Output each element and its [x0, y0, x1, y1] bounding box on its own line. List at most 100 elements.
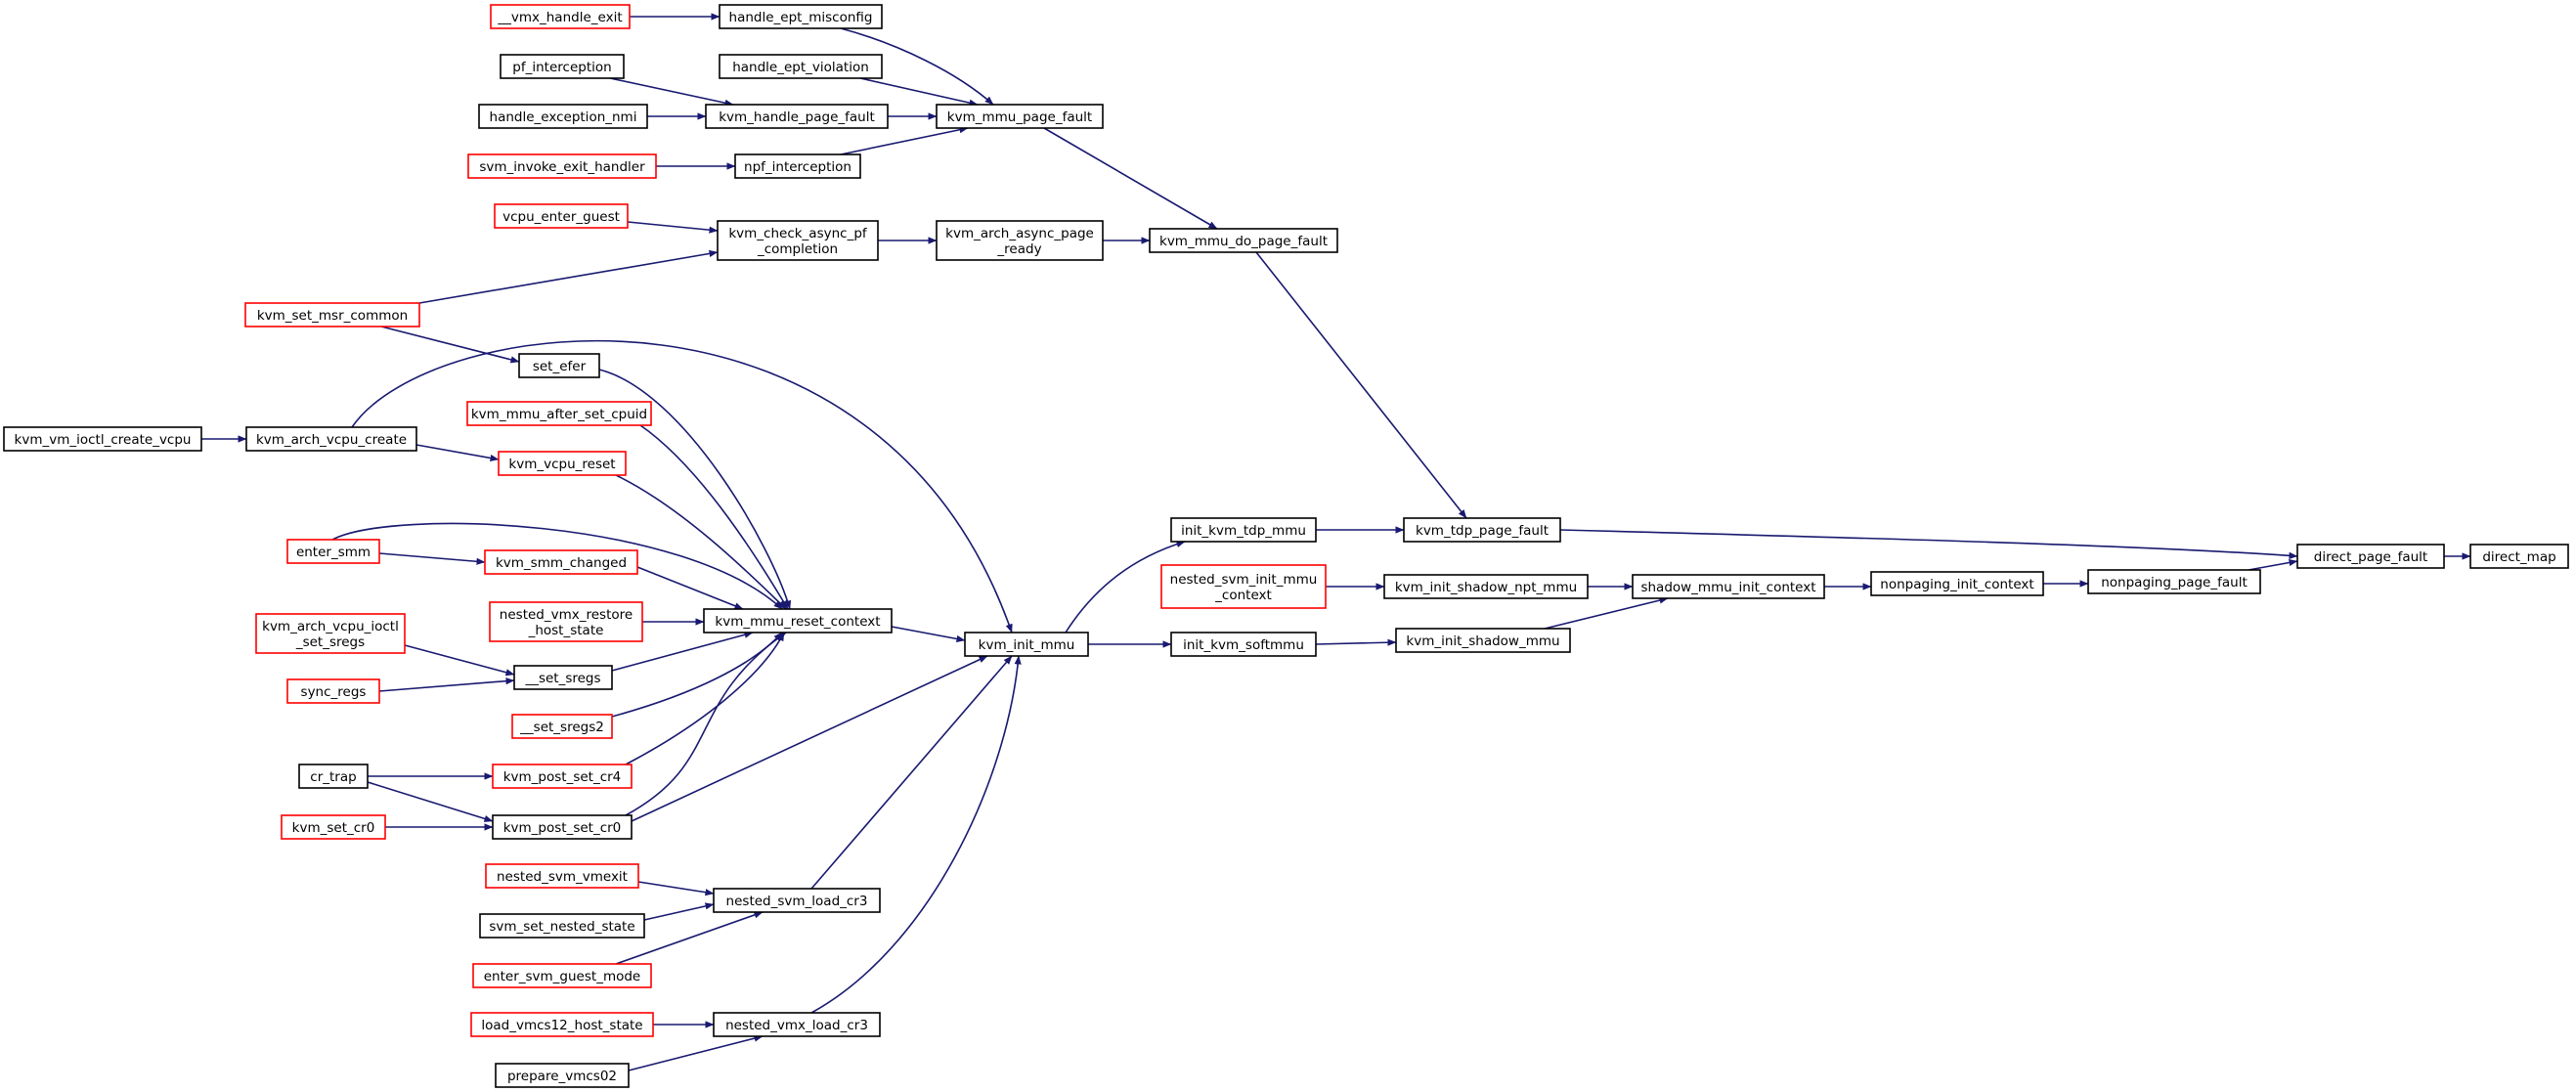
node-vcpu-enter-guest[interactable]: vcpu_enter_guest — [494, 203, 629, 229]
node-box — [467, 153, 657, 179]
node-kvm-post-set-cr4[interactable]: kvm_post_set_cr4 — [492, 764, 633, 789]
node-direct-map[interactable]: direct_map — [2469, 544, 2569, 569]
node-npf-interception[interactable]: npf_interception — [734, 153, 861, 179]
edge-nonpaging-page-fault-to-direct-page-fault — [2248, 558, 2298, 571]
node-box — [936, 104, 1104, 129]
node-kvm-arch-vcpu-create[interactable]: kvm_arch_vcpu_create — [245, 426, 417, 452]
edge---set-sregs2-to-kvm-mmu-reset-context — [611, 632, 783, 718]
node-box — [518, 353, 600, 378]
node---vmx-handle-exit[interactable]: __vmx_handle_exit — [490, 4, 631, 29]
node-svm-invoke-exit-handler[interactable]: svm_invoke_exit_handler — [467, 153, 657, 179]
node-prepare-vmcs02[interactable]: prepare_vmcs02 — [495, 1063, 630, 1088]
node-sync-regs[interactable]: sync_regs — [286, 678, 380, 704]
node-init-kvm-softmmu[interactable]: init_kvm_softmmu — [1170, 632, 1317, 657]
node-kvm-handle-page-fault[interactable]: kvm_handle_page_fault — [705, 104, 889, 129]
node-label: kvm_mmu_do_page_fault — [1159, 234, 1328, 249]
node-pf-interception[interactable]: pf_interception — [500, 54, 625, 79]
edge-kvm-arch-vcpu-ioctl-set-sregs-to---set-sregs — [404, 644, 515, 677]
edge-kvm-mmu-reset-context-to-kvm-init-mmu — [891, 626, 966, 642]
edge-cr-trap-to-kvm-post-set-cr0 — [367, 781, 494, 822]
node-label: cr_trap — [310, 769, 356, 785]
node-nonpaging-page-fault[interactable]: nonpaging_page_fault — [2087, 569, 2261, 594]
node-kvm-init-shadow-npt-mmu[interactable]: kvm_init_shadow_npt_mmu — [1383, 574, 1589, 599]
node-handle-exception-nmi[interactable]: handle_exception_nmi — [478, 104, 648, 129]
node-box — [717, 220, 879, 261]
edge-kvm-tdp-page-fault-to-direct-page-fault — [1559, 529, 2298, 559]
node-box — [2296, 544, 2445, 569]
node-label: svm_set_nested_state — [489, 919, 634, 935]
node-box — [734, 153, 861, 179]
node-kvm-check-async-pf-completion[interactable]: kvm_check_async_pf_completion — [717, 220, 879, 261]
node---set-sregs[interactable]: __set_sregs — [513, 665, 613, 690]
node-label: kvm_arch_vcpu_create — [256, 432, 407, 448]
node-label: pf_interception — [512, 60, 611, 75]
edge-handle-ept-misconfig-to-kvm-mmu-page-fault — [840, 27, 994, 106]
node-label: kvm_vcpu_reset — [508, 457, 615, 472]
node-box — [495, 1063, 630, 1088]
node-box — [286, 678, 380, 704]
node-kvm-smm-changed[interactable]: kvm_smm_changed — [484, 549, 638, 575]
node-nested-svm-vmexit[interactable]: nested_svm_vmexit — [485, 863, 639, 889]
node-box — [1403, 517, 1561, 543]
node-label: _set_sregs — [295, 634, 365, 650]
node-kvm-mmu-reset-context[interactable]: kvm_mmu_reset_context — [703, 608, 893, 633]
edge-sync-regs-to---set-sregs — [378, 677, 515, 692]
node-label: handle_ept_misconfig — [729, 10, 873, 25]
node-set-efer[interactable]: set_efer — [518, 353, 600, 378]
node-kvm-vm-ioctl-create-vcpu[interactable]: kvm_vm_ioctl_create_vcpu — [3, 426, 202, 452]
node-box — [484, 549, 638, 575]
node-enter-smm[interactable]: enter_smm — [286, 539, 380, 564]
node-kvm-mmu-after-set-cpuid[interactable]: kvm_mmu_after_set_cpuid — [466, 401, 652, 426]
edge-kvm-smm-changed-to-kvm-mmu-reset-context — [636, 566, 744, 610]
node-kvm-tdp-page-fault[interactable]: kvm_tdp_page_fault — [1403, 517, 1561, 543]
node-label: kvm_post_set_cr0 — [503, 820, 622, 836]
node-box — [479, 913, 645, 939]
node-box — [705, 104, 889, 129]
node-svm-set-nested-state[interactable]: svm_set_nested_state — [479, 913, 645, 939]
node-kvm-post-set-cr0[interactable]: kvm_post_set_cr0 — [492, 814, 633, 840]
node-kvm-set-cr0[interactable]: kvm_set_cr0 — [281, 814, 386, 840]
node-nested-vmx-restore-host-state[interactable]: nested_vmx_restore_host_state — [489, 601, 643, 642]
node-label: vcpu_enter_guest — [502, 209, 620, 225]
node-label: kvm_handle_page_fault — [719, 109, 875, 125]
node-kvm-vcpu-reset[interactable]: kvm_vcpu_reset — [498, 451, 627, 476]
node-nested-svm-init-mmu-context[interactable]: nested_svm_init_mmu_context — [1160, 564, 1327, 609]
node-nested-vmx-load-cr3[interactable]: nested_vmx_load_cr3 — [713, 1012, 881, 1037]
node-kvm-mmu-do-page-fault[interactable]: kvm_mmu_do_page_fault — [1149, 228, 1338, 253]
edge-kvm-post-set-cr0-to-kvm-mmu-reset-context — [625, 632, 787, 816]
node-label: npf_interception — [744, 159, 851, 175]
node-init-kvm-tdp-mmu[interactable]: init_kvm_tdp_mmu — [1170, 517, 1317, 543]
node-enter-svm-guest-mode[interactable]: enter_svm_guest_mode — [472, 963, 652, 988]
node-kvm-mmu-page-fault[interactable]: kvm_mmu_page_fault — [936, 104, 1104, 129]
node-box — [713, 888, 881, 913]
node-box — [245, 426, 417, 452]
edge-svm-set-nested-state-to-nested-svm-load-cr3 — [643, 902, 715, 921]
node-box — [1395, 628, 1571, 653]
node-kvm-arch-async-page-ready[interactable]: kvm_arch_async_page_ready — [936, 220, 1104, 261]
node-kvm-arch-vcpu-ioctl-set-sregs[interactable]: kvm_arch_vcpu_ioctl_set_sregs — [255, 613, 406, 654]
node-nested-svm-load-cr3[interactable]: nested_svm_load_cr3 — [713, 888, 881, 913]
node-load-vmcs12-host-state[interactable]: load_vmcs12_host_state — [470, 1012, 654, 1037]
edge-enter-smm-to-kvm-mmu-reset-context — [331, 522, 783, 610]
node-kvm-init-mmu[interactable]: kvm_init_mmu — [964, 632, 1089, 657]
node-handle-ept-misconfig[interactable]: handle_ept_misconfig — [719, 4, 883, 29]
node-label: kvm_arch_async_page — [945, 226, 1094, 241]
node-direct-page-fault[interactable]: direct_page_fault — [2296, 544, 2445, 569]
node-handle-ept-violation[interactable]: handle_ept_violation — [719, 54, 883, 79]
edge-init-kvm-softmmu-to-kvm-init-shadow-mmu — [1315, 638, 1397, 646]
node-kvm-set-msr-common[interactable]: kvm_set_msr_common — [244, 302, 420, 328]
node-label: nested_svm_load_cr3 — [726, 894, 868, 909]
node-cr-trap[interactable]: cr_trap — [298, 764, 369, 789]
node-label: kvm_set_msr_common — [257, 308, 408, 324]
edge-kvm-mmu-after-set-cpuid-to-kvm-mmu-reset-context — [639, 424, 789, 610]
node-nonpaging-init-context[interactable]: nonpaging_init_context — [1870, 571, 2044, 596]
node-box — [1632, 574, 1825, 599]
edge-kvm-init-shadow-mmu-to-shadow-mmu-init-context — [1544, 596, 1669, 630]
node-label: handle_ept_violation — [732, 60, 869, 75]
node-label: shadow_mmu_init_context — [1640, 580, 1815, 595]
edge-kvm-arch-vcpu-create-to-kvm-vcpu-reset — [415, 444, 500, 462]
node-kvm-init-shadow-mmu[interactable]: kvm_init_shadow_mmu — [1395, 628, 1571, 653]
node---set-sregs2[interactable]: __set_sregs2 — [511, 714, 613, 739]
node-shadow-mmu-init-context[interactable]: shadow_mmu_init_context — [1632, 574, 1825, 599]
